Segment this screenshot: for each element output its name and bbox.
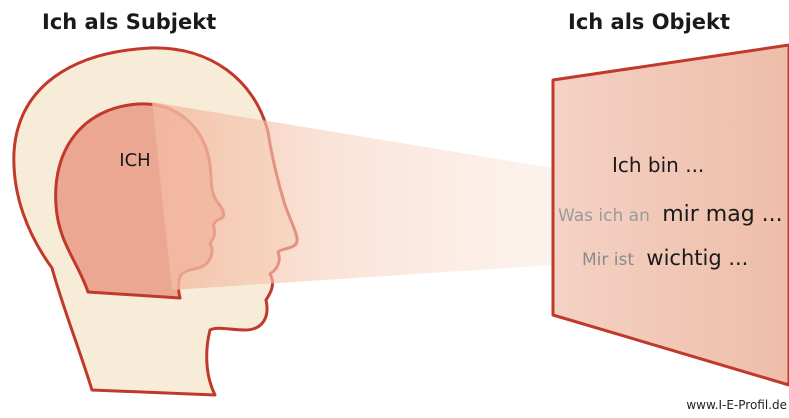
- heading-subject: Ich als Subjekt: [42, 10, 217, 34]
- screen-line-2-bold: mir mag ...: [662, 202, 782, 227]
- screen-line-3-faded: Mir ist: [582, 250, 634, 270]
- inner-label: ICH: [119, 150, 150, 171]
- screen-line-2: Was ich an mir mag ...: [558, 202, 783, 227]
- footer-url: www.I-E-Profil.de: [686, 398, 787, 412]
- object-screen: [551, 43, 789, 387]
- screen-line-3: Mir ist wichtig ...: [582, 246, 748, 270]
- projection-beam: [152, 102, 553, 290]
- screen-line-3-bold: wichtig ...: [646, 246, 748, 270]
- heading-object: Ich als Objekt: [568, 10, 731, 34]
- screen-line-2-faded: Was ich an: [558, 206, 650, 226]
- screen-line-1: Ich bin ...: [612, 153, 704, 177]
